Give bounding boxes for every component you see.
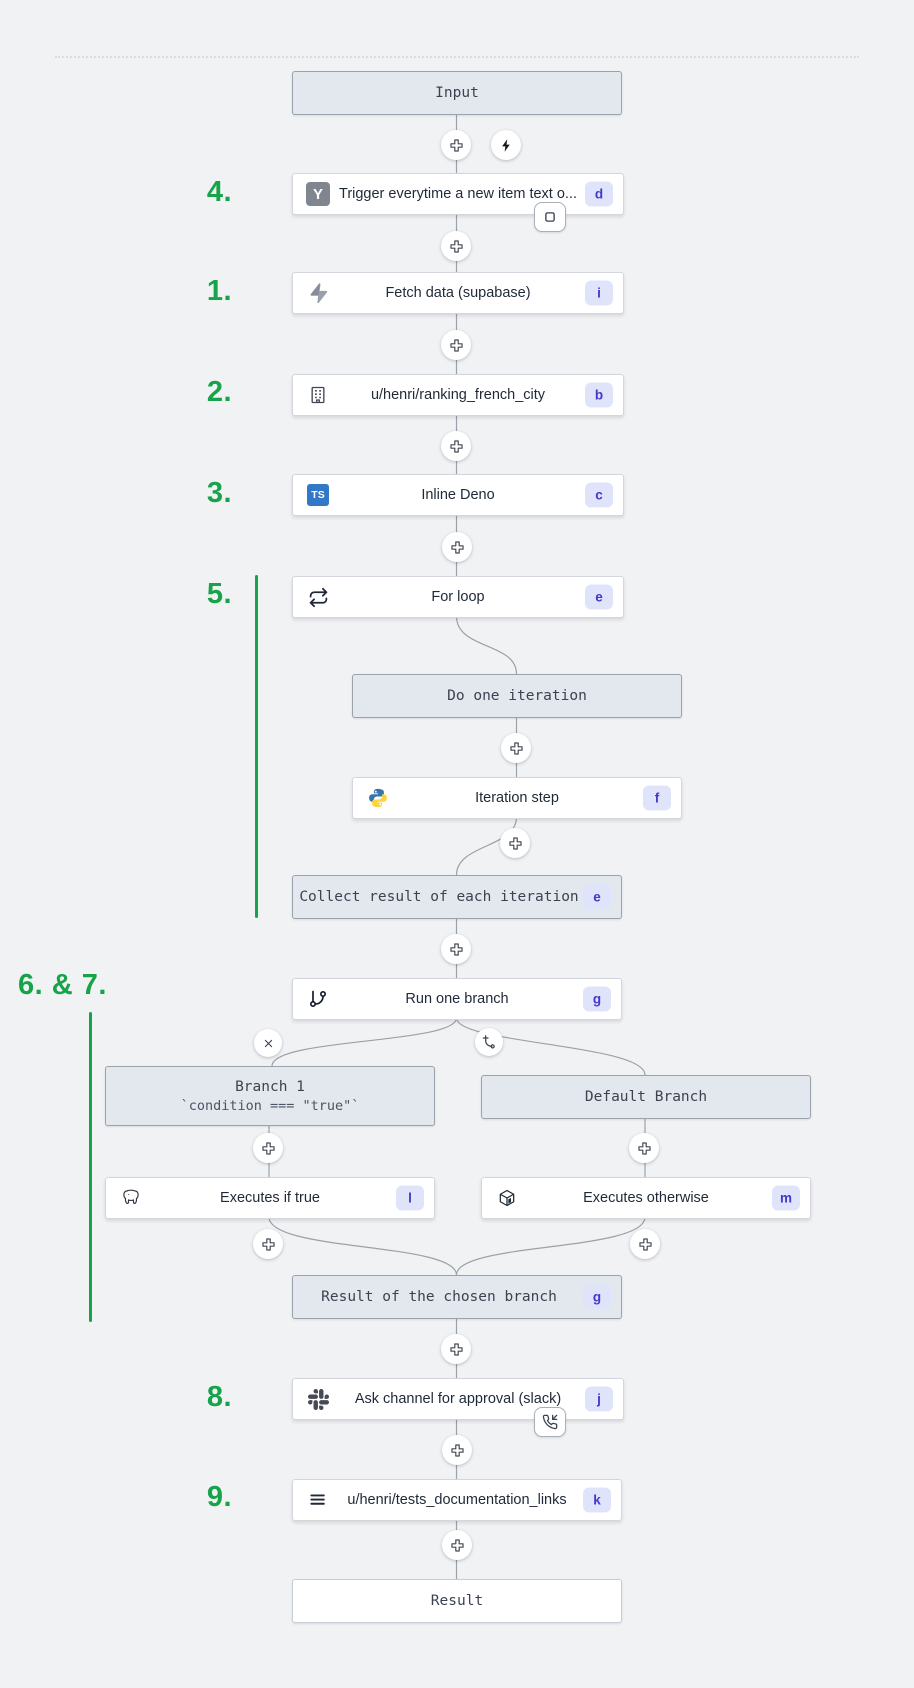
git-branch-icon [306,987,330,1011]
cube-shell-icon [495,1186,519,1210]
branch-1-virtual-node[interactable]: Branch 1 `condition === "true"` [105,1066,435,1126]
annotation-3: 3. [206,477,232,509]
annotation-6-7: 6. & 7. [18,969,107,1001]
node-executes-if-true[interactable]: Executes if true l [105,1177,435,1219]
node-ask-approval-slack[interactable]: Ask channel for approval (slack) j [292,1378,624,1420]
result-virtual-node[interactable]: Result [292,1579,622,1623]
result-label: Result [430,1593,484,1609]
add-step-button[interactable] [442,1530,472,1560]
canvas-top-edge [55,56,859,58]
annotation-8: 8. [206,1381,232,1413]
annotation-9: 9. [206,1481,232,1513]
node-iteration-step[interactable]: Iteration step f [352,777,682,819]
add-step-button[interactable] [441,934,471,964]
trigger-lightning-button[interactable] [491,130,521,160]
node-iteration-step-label: Iteration step [475,790,559,806]
branch-1-label: Branch 1 [235,1078,305,1095]
add-step-button[interactable] [441,431,471,461]
supabase-icon [306,281,330,305]
node-executes-if-true-badge: l [396,1185,424,1211]
lines-icon [306,1488,330,1512]
branch-1-condition: `condition === "true"` [180,1097,360,1114]
slack-icon [306,1387,330,1411]
collect-result-badge: e [583,884,611,910]
python-icon [366,786,390,810]
default-branch-virtual-node[interactable]: Default Branch [481,1075,811,1119]
node-tests-documentation-links-badge: k [583,1487,611,1513]
annotation-1: 1. [206,275,232,307]
lightning-icon [501,138,510,152]
add-step-button[interactable] [442,532,472,562]
input-label: Input [435,85,479,101]
do-one-iteration-label: Do one iteration [447,688,587,704]
repeat-loop-icon [306,585,330,609]
hackernews-icon: Y [306,182,330,206]
node-ask-approval-slack-badge: j [585,1386,613,1412]
add-branch-button[interactable] [475,1028,503,1056]
node-inline-deno[interactable]: TS Inline Deno c [292,474,624,516]
result-chosen-branch-badge: g [583,1284,611,1310]
add-step-button[interactable] [500,828,530,858]
node-ask-approval-slack-label: Ask channel for approval (slack) [354,1391,562,1407]
add-step-button[interactable] [441,130,471,160]
node-ranking-french-city-label: u/henri/ranking_french_city [370,387,546,403]
add-step-button[interactable] [441,330,471,360]
node-for-loop[interactable]: For loop e [292,576,624,618]
result-chosen-branch-virtual-node[interactable]: Result of the chosen branch g [292,1275,622,1319]
annotation-4: 4. [206,176,232,208]
add-step-button[interactable] [253,1133,283,1163]
node-for-loop-label: For loop [431,589,485,605]
suspend-approval-chip[interactable] [534,1407,566,1437]
add-step-button[interactable] [441,231,471,261]
close-icon [264,1039,272,1047]
collect-result-label: Collect result of each iteration [299,889,579,905]
node-ranking-french-city[interactable]: u/henri/ranking_french_city b [292,374,624,416]
early-stop-chip[interactable] [534,202,566,232]
building-icon [306,383,330,407]
annotation-5: 5. [206,578,232,610]
add-step-button[interactable] [441,1334,471,1364]
node-trigger[interactable]: Y Trigger everytime a new item text o...… [292,173,624,215]
node-run-one-branch-label: Run one branch [405,991,509,1007]
node-fetch-data[interactable]: Fetch data (supabase) i [292,272,624,314]
node-ranking-french-city-badge: b [585,382,613,408]
node-trigger-badge: d [585,181,613,207]
node-for-loop-badge: e [585,584,613,610]
remove-branch-button[interactable] [254,1029,282,1057]
default-branch-label: Default Branch [584,1089,708,1105]
do-one-iteration-virtual-node[interactable]: Do one iteration [352,674,682,718]
add-step-button[interactable] [630,1229,660,1259]
section-5-line [255,575,258,918]
add-step-button[interactable] [442,1435,472,1465]
node-trigger-label: Trigger everytime a new item text o... [339,186,577,202]
node-fetch-data-badge: i [585,280,613,306]
node-inline-deno-label: Inline Deno [421,487,495,503]
typescript-icon: TS [306,483,330,507]
node-tests-documentation-links[interactable]: u/henri/tests_documentation_links k [292,1479,622,1521]
node-tests-documentation-links-label: u/henri/tests_documentation_links [347,1492,567,1508]
stop-square-icon [545,212,555,222]
node-run-one-branch-badge: g [583,986,611,1012]
phone-incoming-icon [542,1414,558,1430]
section-6-7-line [89,1012,92,1322]
collect-result-virtual-node[interactable]: Collect result of each iteration e [292,875,622,919]
add-step-button[interactable] [253,1229,283,1259]
add-step-button[interactable] [629,1133,659,1163]
node-iteration-step-badge: f [643,785,671,811]
postgresql-icon [119,1186,143,1210]
node-run-one-branch[interactable]: Run one branch g [292,978,622,1020]
add-step-button[interactable] [501,733,531,763]
node-executes-otherwise-label: Executes otherwise [583,1190,709,1206]
node-fetch-data-label: Fetch data (supabase) [385,285,531,301]
node-inline-deno-badge: c [585,482,613,508]
node-executes-if-true-label: Executes if true [220,1190,320,1206]
node-executes-otherwise-badge: m [772,1185,800,1211]
branch-plus-icon [482,1035,495,1049]
annotation-2: 2. [206,376,232,408]
input-virtual-node[interactable]: Input [292,71,622,115]
node-executes-otherwise[interactable]: Executes otherwise m [481,1177,811,1219]
result-chosen-branch-label: Result of the chosen branch [321,1289,557,1305]
